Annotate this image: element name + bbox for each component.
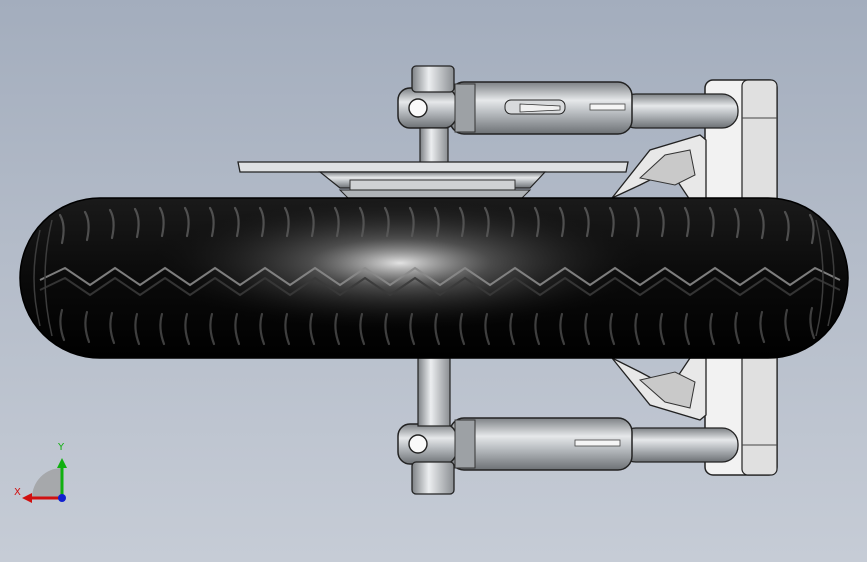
upper-strut[interactable] [397, 65, 739, 135]
axle-shaft[interactable] [417, 127, 451, 427]
y-axis-label: Y [58, 442, 65, 453]
tire[interactable] [19, 197, 849, 359]
x-axis-label: X [14, 487, 21, 498]
coordinate-triad: Y X [10, 440, 80, 510]
mounting-plate[interactable] [237, 161, 629, 201]
axis-triad-icon [22, 458, 67, 503]
lower-strut[interactable] [397, 417, 739, 495]
